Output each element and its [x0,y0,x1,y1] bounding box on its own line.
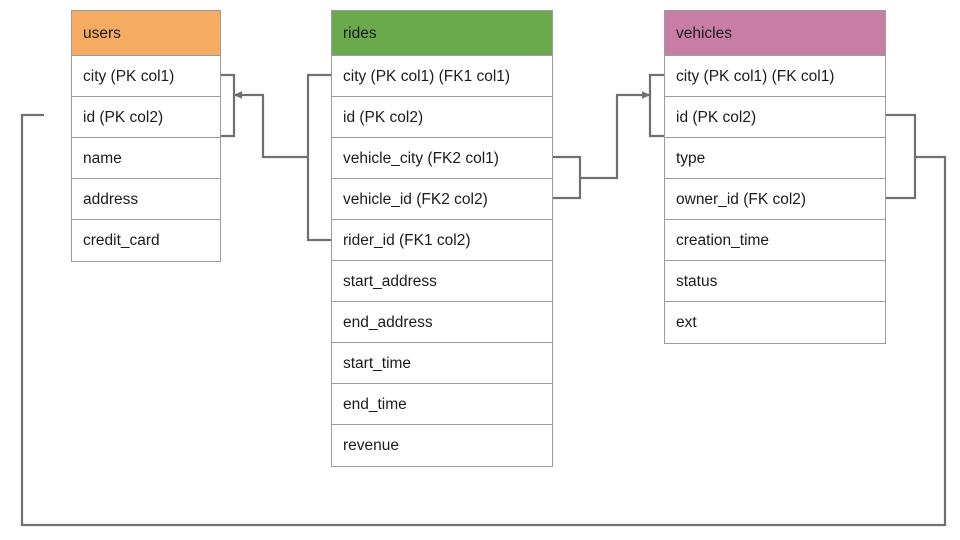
entity-vehicles-column-type: type [665,138,885,179]
entity-users-column-city: city (PK col1) [72,56,220,97]
entity-users-column-name: name [72,138,220,179]
connector-rides-fk2-to-vehicles [553,73,664,200]
entity-users[interactable]: users city (PK col1) id (PK col2) name a… [71,10,221,262]
entity-vehicles-column-creation-time: creation_time [665,220,885,261]
entity-rides-column-vehicle-id: vehicle_id (FK2 col2) [332,179,552,220]
entity-vehicles-title: vehicles [665,11,885,56]
entity-rides-column-start-time: start_time [332,343,552,384]
entity-vehicles-column-city: city (PK col1) (FK col1) [665,56,885,97]
entity-rides-column-end-time: end_time [332,384,552,425]
connector-vehicles-fk-to-users [20,113,947,527]
entity-rides-column-end-address: end_address [332,302,552,343]
entity-rides-column-start-address: start_address [332,261,552,302]
entity-users-title: users [72,11,220,56]
entity-rides-column-rider-id: rider_id (FK1 col2) [332,220,552,261]
entity-vehicles[interactable]: vehicles city (PK col1) (FK col1) id (PK… [664,10,886,344]
entity-rides-title: rides [332,11,552,56]
entity-vehicles-column-ext: ext [676,314,697,331]
entity-users-column-id: id (PK col2) [72,97,220,138]
entity-vehicles-column-id: id (PK col2) [665,97,885,138]
connector-rides-fk1-to-users [221,73,331,242]
entity-vehicles-column-owner-id: owner_id (FK col2) [665,179,885,220]
entity-rides-column-city: city (PK col1) (FK1 col1) [332,56,552,97]
entity-rides-column-revenue: revenue [343,437,400,454]
entity-rides-column-id: id (PK col2) [332,97,552,138]
entity-users-column-address: address [72,179,220,220]
entity-rides-column-vehicle-city: vehicle_city (FK2 col1) [332,138,552,179]
entity-users-column-credit-card: credit_card [83,232,160,249]
entity-rides[interactable]: rides city (PK col1) (FK1 col1) id (PK c… [331,10,553,467]
entity-vehicles-column-status: status [665,261,885,302]
